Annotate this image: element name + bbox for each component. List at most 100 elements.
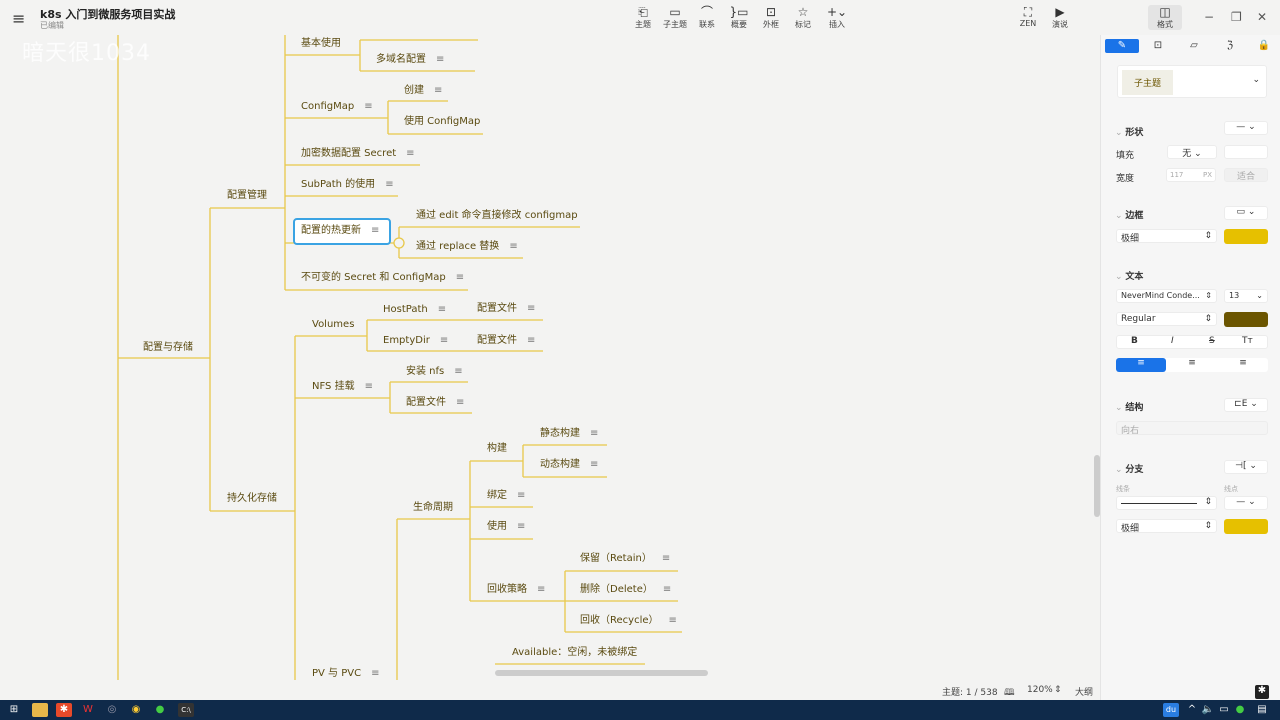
fit-button[interactable]: 适合: [1224, 168, 1268, 182]
note-icon[interactable]: ≡: [434, 85, 443, 96]
insert-button[interactable]: +⌄插入: [820, 5, 854, 30]
topic-root[interactable]: 配置与存储: [143, 342, 193, 353]
topic-delete[interactable]: 删除（Delete）≡: [580, 584, 672, 595]
italic-button[interactable]: I: [1171, 336, 1174, 346]
topic-configmap[interactable]: ConfigMap≡: [301, 101, 373, 112]
border-header[interactable]: 边框: [1115, 208, 1143, 221]
status-icon[interactable]: ●: [1235, 704, 1245, 715]
note-icon[interactable]: ≡: [456, 397, 465, 408]
align-left-icon[interactable]: ≡: [1116, 358, 1166, 372]
chrome-icon[interactable]: ◉: [131, 704, 141, 715]
branch-color-swatch[interactable]: [1224, 519, 1268, 534]
file-explorer-icon[interactable]: [32, 703, 48, 717]
topic-button[interactable]: ⎗主题: [626, 5, 660, 30]
topic-emptydir[interactable]: EmptyDir≡: [383, 335, 449, 346]
note-icon[interactable]: ≡: [517, 490, 526, 501]
border-weight-select[interactable]: 极细⇕: [1116, 229, 1217, 244]
fill-color[interactable]: [1224, 145, 1268, 159]
note-icon[interactable]: ≡: [537, 584, 546, 595]
fill-select[interactable]: 无 ⌄: [1167, 145, 1217, 159]
note-icon[interactable]: ≡: [364, 101, 373, 112]
font-weight-select[interactable]: Regular⇕: [1116, 312, 1217, 326]
notification-icon[interactable]: ▤: [1257, 704, 1267, 715]
topic-reclaim-policy[interactable]: 回收策略≡: [487, 584, 546, 595]
structure-tab-icon[interactable]: ℨ: [1226, 40, 1234, 51]
topic-immutable[interactable]: 不可变的 Secret 和 ConfigMap≡: [301, 272, 465, 283]
note-icon[interactable]: ≡: [439, 335, 449, 346]
note-icon[interactable]: ≡: [436, 54, 445, 65]
topic-volumes[interactable]: Volumes: [312, 319, 355, 330]
topic-secret[interactable]: 加密数据配置 Secret≡: [301, 148, 415, 159]
topic-install-nfs[interactable]: 安装 nfs≡: [406, 366, 463, 377]
topic-recycle[interactable]: 回收（Recycle）≡: [580, 615, 677, 626]
note-icon[interactable]: ≡: [527, 303, 536, 314]
note-icon[interactable]: ≡: [590, 459, 599, 470]
terminal-icon[interactable]: C:\: [178, 703, 194, 717]
topic-subpath[interactable]: SubPath 的使用≡: [301, 179, 394, 190]
topic-config-file[interactable]: 配置文件≡: [406, 397, 465, 408]
note-icon[interactable]: ≡: [385, 179, 394, 190]
restore-button[interactable]: ❐: [1231, 10, 1242, 24]
note-icon[interactable]: ≡: [364, 381, 373, 392]
subtopic-button[interactable]: ▭子主题: [658, 5, 692, 30]
note-icon[interactable]: ≡: [668, 615, 677, 626]
note-icon[interactable]: ≡: [371, 668, 380, 679]
topic-hostpath[interactable]: HostPath≡: [383, 304, 447, 315]
note-icon[interactable]: ≡: [509, 241, 518, 252]
topic-hot-update[interactable]: 配置的热更新≡: [301, 225, 380, 236]
topic-use-configmap[interactable]: 使用 ConfigMap: [404, 116, 481, 127]
branch-style-select[interactable]: ⊣[ ⌄: [1224, 460, 1268, 474]
topic-hot-replace[interactable]: 通过 replace 替换≡: [416, 241, 518, 252]
style-tab-icon[interactable]: ✎: [1105, 39, 1139, 53]
border-color-swatch[interactable]: [1224, 229, 1268, 244]
topic-bind[interactable]: 绑定≡: [487, 490, 526, 501]
summary-button[interactable]: }▭概要: [722, 5, 756, 30]
volume-icon[interactable]: 🔈: [1201, 704, 1215, 715]
shape-select[interactable]: — ⌄: [1224, 121, 1268, 135]
note-icon[interactable]: ≡: [590, 428, 599, 439]
vertical-scrollbar[interactable]: [1094, 455, 1100, 517]
lock-tab-icon[interactable]: 🔒: [1257, 40, 1271, 51]
minimize-button[interactable]: −: [1204, 10, 1215, 24]
note-icon[interactable]: ≡: [437, 304, 447, 315]
branch-weight-select[interactable]: 极细⇕: [1116, 519, 1217, 534]
topic-nfs[interactable]: NFS 挂载≡: [312, 381, 373, 392]
marker-button[interactable]: ☆标记: [786, 5, 820, 30]
shape-header[interactable]: 形状: [1115, 125, 1143, 138]
strikethrough-button[interactable]: S: [1209, 336, 1215, 346]
structure-header[interactable]: 结构: [1115, 400, 1143, 413]
network-icon[interactable]: ▭: [1219, 704, 1229, 715]
font-select[interactable]: NeverMind Conde...⇕: [1116, 289, 1217, 303]
topic-create[interactable]: 创建≡: [404, 85, 443, 96]
zoom-level[interactable]: 120%: [1027, 685, 1053, 695]
app-icon[interactable]: ◎: [107, 704, 117, 715]
end-style-select[interactable]: — ⌄: [1224, 496, 1268, 510]
direction-select[interactable]: 向右: [1116, 421, 1268, 436]
structure-select[interactable]: ⊏E ⌄: [1224, 398, 1268, 412]
book-icon[interactable]: 🕮: [1004, 688, 1015, 698]
text-header[interactable]: 文本: [1115, 269, 1143, 282]
tray-chevron-icon[interactable]: ^: [1187, 704, 1197, 715]
topic-available[interactable]: Available：空闲，未被绑定: [512, 647, 638, 658]
topic-config-management[interactable]: 配置管理: [227, 190, 267, 201]
font-size-select[interactable]: 13⌄: [1224, 289, 1268, 303]
topic-config-file[interactable]: 配置文件≡: [477, 303, 536, 314]
align-center-icon[interactable]: ≡: [1188, 358, 1196, 368]
note-icon[interactable]: ≡: [517, 521, 526, 532]
boundary-button[interactable]: ⊡外框: [754, 5, 788, 30]
text-color-swatch[interactable]: [1224, 312, 1268, 327]
topic-build[interactable]: 构建: [487, 443, 507, 454]
baidu-icon[interactable]: du: [1163, 703, 1179, 717]
topic-retain[interactable]: 保留（Retain）≡: [580, 553, 671, 564]
topic-config-file[interactable]: 配置文件≡: [477, 335, 536, 346]
pin-icon[interactable]: ✱: [1255, 685, 1269, 699]
note-icon[interactable]: ≡: [371, 225, 380, 236]
topic-basic-usage[interactable]: 基本使用: [301, 38, 341, 49]
outline-button[interactable]: 大纲: [1075, 688, 1094, 698]
horizontal-scrollbar[interactable]: [495, 670, 708, 676]
note-icon[interactable]: ≡: [406, 148, 415, 159]
zen-button[interactable]: ⛶ZEN: [1011, 5, 1045, 28]
xmind-icon[interactable]: ✱: [56, 703, 72, 717]
topic-multidomain[interactable]: 多域名配置≡: [376, 54, 445, 65]
format-button[interactable]: ◫格式: [1148, 5, 1182, 30]
